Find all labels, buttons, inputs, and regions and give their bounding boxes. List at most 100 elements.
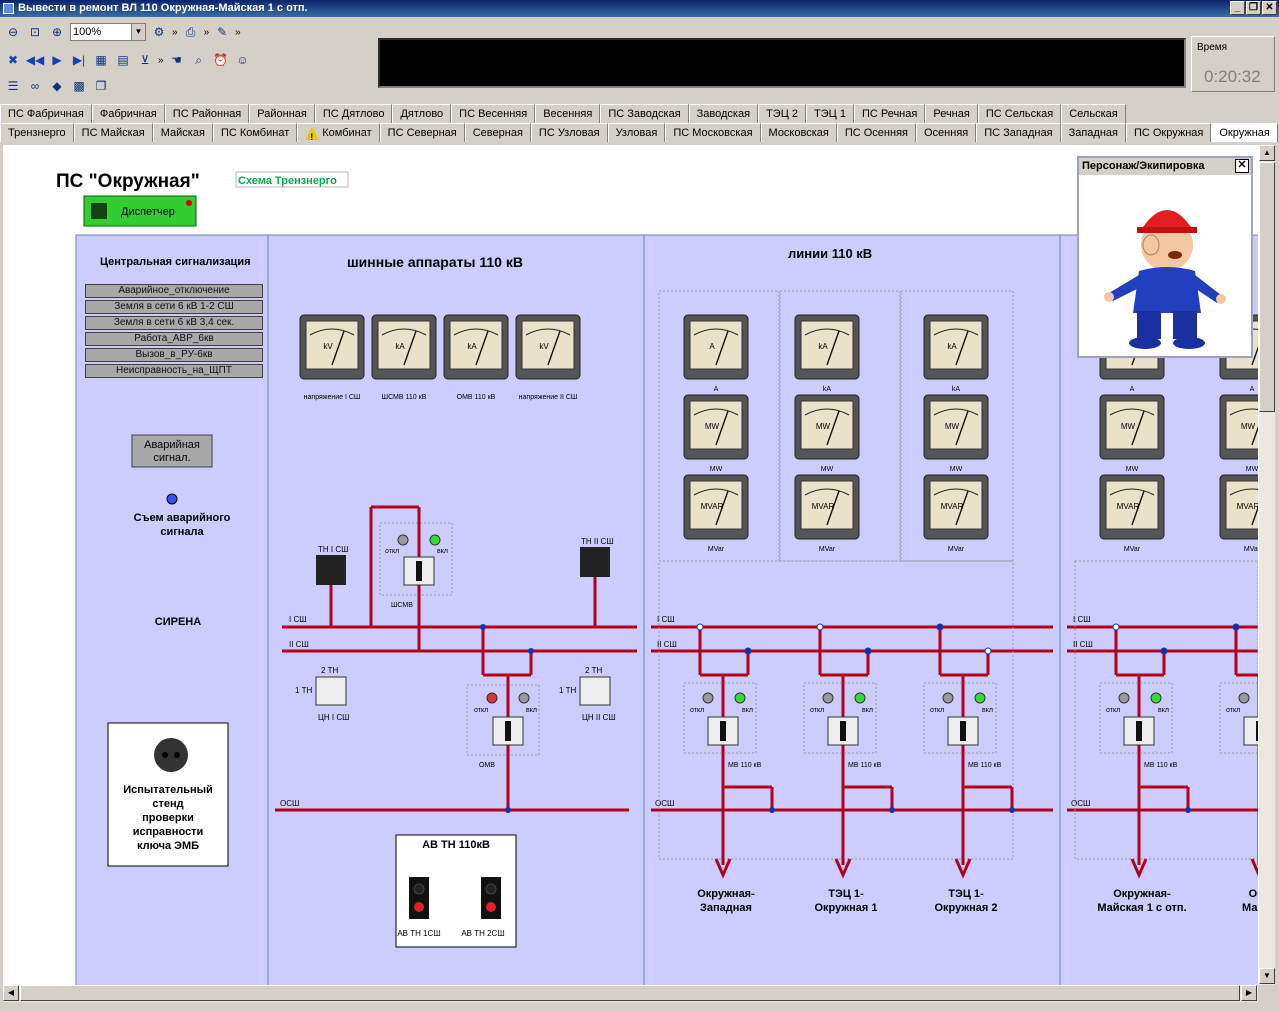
cn1-switch[interactable] [315, 676, 347, 706]
dispatcher-label[interactable]: Диспетчер [121, 206, 175, 218]
omv-breaker[interactable] [492, 716, 524, 746]
vertical-scroll-thumb[interactable] [1259, 162, 1275, 412]
scheme-link-box[interactable] [235, 171, 349, 188]
eraser-icon[interactable]: ◆ [52, 79, 62, 93]
tab-tabs_row1-0[interactable]: ПС Фабричная [0, 104, 92, 123]
toolbar-more-icon-3[interactable]: » [235, 26, 241, 38]
feeder-1-breaker[interactable] [827, 716, 859, 746]
chart-icon[interactable]: ▦ [95, 53, 107, 67]
tn1-switch[interactable] [316, 555, 346, 585]
tab-tabs_row1-6[interactable]: ПС Весенняя [451, 104, 536, 123]
tab-tabs_row1-12[interactable]: ПС Речная [853, 104, 926, 123]
signal-indicator-5[interactable]: Неисправность_на_ЩПТ [85, 364, 263, 378]
line-meter-label-3-2: MVar [1124, 546, 1141, 553]
scroll-left-icon[interactable]: ◀ [3, 985, 19, 1001]
av-tn-2-switch[interactable] [481, 877, 501, 919]
tab-tabs_row1-1[interactable]: Фабричная [91, 104, 165, 123]
window-icon[interactable]: ❐ [95, 79, 107, 93]
stop-icon[interactable]: ✖ [7, 53, 19, 67]
scroll-up-icon[interactable]: ▲ [1259, 145, 1275, 161]
minimize-button[interactable]: _ [1230, 1, 1245, 15]
tab-tabs_row1-3[interactable]: Районная [249, 104, 315, 123]
toolbar-more-icon[interactable]: » [172, 26, 178, 38]
toolbar-more-icon-4[interactable]: » [158, 54, 164, 66]
tab-tabs_row1-15[interactable]: Сельская [1061, 104, 1126, 123]
zoom-fit-icon[interactable]: ⊡ [29, 25, 41, 39]
signal-indicator-4[interactable]: Вызов_в_РУ-6кв [85, 348, 263, 362]
tab-tabs_row1-10[interactable]: ТЭЦ 2 [758, 104, 806, 123]
vertical-scrollbar[interactable]: ▲ ▼ [1258, 145, 1275, 985]
tab-tabs_row2-12[interactable]: Осенняя [916, 123, 977, 142]
signal-indicator-3[interactable]: Работа_АВР_6кв [85, 332, 263, 346]
tab-tabs_row2-6[interactable]: Северная [464, 123, 531, 142]
character-close-button[interactable]: ✕ [1235, 159, 1249, 173]
close-button[interactable]: ✕ [1262, 1, 1277, 15]
feeder-4-breaker[interactable] [1243, 716, 1258, 746]
tab-tabs_row2-13[interactable]: ПС Западная [976, 123, 1061, 142]
av-tn-1-switch[interactable] [409, 877, 429, 919]
rewind-icon[interactable]: ◀◀ [25, 53, 45, 67]
print-icon[interactable]: ⎙ [185, 24, 196, 39]
feeder-3-breaker[interactable] [1123, 716, 1155, 746]
tab-tabs_row1-9[interactable]: Заводская [688, 104, 759, 123]
note-icon[interactable]: ✎ [217, 25, 228, 39]
tab-tabs_row2-0[interactable]: Трензнерго [0, 123, 74, 142]
alarm-signal-label-2[interactable]: сигнал. [153, 452, 190, 464]
zoom-select[interactable]: 100%▼ [70, 23, 146, 41]
list-icon[interactable]: ☰ [7, 79, 19, 93]
feeder-2-breaker[interactable] [947, 716, 979, 746]
tab-tabs_row1-11[interactable]: ТЭЦ 1 [806, 104, 854, 123]
hand-icon[interactable]: ☚ [171, 53, 182, 67]
horizontal-scroll-thumb[interactable] [20, 985, 1240, 1001]
scroll-down-icon[interactable]: ▼ [1259, 968, 1275, 984]
tab-tabs_row2-8[interactable]: Узловая [607, 123, 666, 142]
zoom-in-icon[interactable]: ⊕ [51, 25, 63, 39]
signal-indicator-0[interactable]: Аварийное_отключение [85, 284, 263, 298]
tab-tabs_row2-1[interactable]: ПС Майская [73, 123, 153, 142]
film-icon[interactable]: ▤ [117, 53, 129, 67]
zoom-out-icon[interactable]: ⊖ [7, 25, 19, 39]
grid-icon[interactable]: ▩ [73, 79, 85, 93]
tab-tabs_row2-2[interactable]: Майская [152, 123, 213, 142]
alarm-reset-button[interactable] [166, 493, 178, 505]
play-icon[interactable]: ▶ [52, 53, 62, 67]
search-icon[interactable]: ⌕ [195, 52, 202, 67]
tab-tabs_row2-10[interactable]: Московская [760, 123, 837, 142]
scroll-right-icon[interactable]: ▶ [1241, 985, 1257, 1001]
tab-tabs_row1-14[interactable]: ПС Сельская [977, 104, 1062, 123]
tab-tabs_row2-11[interactable]: ПС Осенняя [836, 123, 916, 142]
tab-tabs_row1-5[interactable]: Дятлово [392, 104, 452, 123]
alarm-signal-button[interactable] [131, 434, 213, 468]
toolbar-more-icon-2[interactable]: » [203, 26, 210, 38]
tab-tabs_row1-8[interactable]: ПС Заводская [600, 104, 689, 123]
scheme-link[interactable]: Схема Трензнерго [238, 175, 337, 187]
tab-tabs_row1-7[interactable]: Весенняя [535, 104, 601, 123]
tab-tabs_row1-2[interactable]: ПС Районная [164, 104, 250, 123]
tab-tabs_row1-13[interactable]: Речная [925, 104, 978, 123]
skip-end-icon[interactable]: ▶| [72, 53, 86, 67]
horizontal-scrollbar[interactable]: ◀ ▶ [3, 985, 1258, 1002]
dispatcher-button[interactable] [83, 195, 197, 227]
restore-button[interactable]: ❐ [1246, 1, 1261, 15]
tab-tabs_row2-5[interactable]: ПС Северная [379, 123, 465, 142]
worker-icon[interactable]: ☺ [236, 53, 249, 67]
tn2-switch[interactable] [580, 547, 610, 577]
tab-tabs_row2-7[interactable]: ПС Узловая [530, 123, 608, 142]
tab-tabs_row2-4[interactable]: Комбинат [297, 123, 380, 146]
tab-tabs_row2-15[interactable]: ПС Окружная [1125, 123, 1212, 142]
signal-indicator-2[interactable]: Земля в сети 6 кВ 3,4 сек. [85, 316, 263, 330]
feeder-0-breaker[interactable] [707, 716, 739, 746]
alarm-clock-icon[interactable]: ⏰ [213, 53, 229, 67]
tab-tabs_row1-4[interactable]: ПС Дятлово [314, 104, 393, 123]
cn2-switch[interactable] [579, 676, 611, 706]
shsmv-breaker[interactable] [403, 556, 435, 586]
filter-icon[interactable]: ⊻ [140, 53, 150, 67]
tab-tabs_row2-9[interactable]: ПС Московская [665, 123, 761, 142]
network-icon[interactable]: ⚙ [153, 25, 165, 39]
tab-tabs_row2-16[interactable]: Окружная [1211, 123, 1278, 142]
tab-tabs_row2-14[interactable]: Западная [1060, 123, 1126, 142]
alarm-signal-label-1[interactable]: Аварийная [144, 439, 200, 451]
signal-indicator-1[interactable]: Земля в сети 6 кВ 1-2 СШ [85, 300, 263, 314]
link-icon[interactable]: ∞ [30, 79, 40, 93]
tab-tabs_row2-3[interactable]: ПС Комбинат [212, 123, 298, 142]
